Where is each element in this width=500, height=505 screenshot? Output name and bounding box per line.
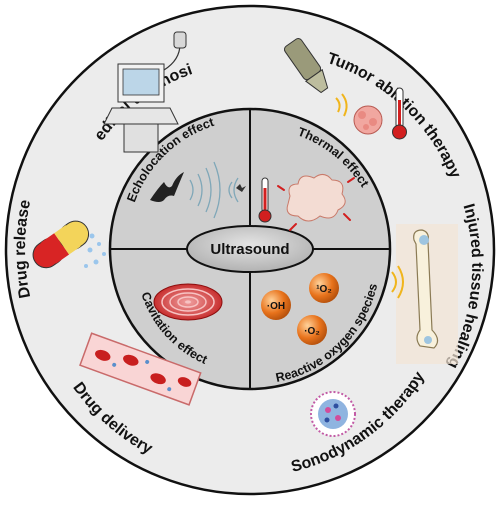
ros-superoxide: ·O₂: [304, 326, 320, 337]
drug-release-label: Drug release: [12, 198, 34, 299]
capsule-icon: [32, 220, 106, 269]
ablation-probe-tumor-thermometer-icon: [283, 38, 407, 140]
bat-sound-wave-icon: [150, 161, 246, 219]
ros-singlet-oxygen: ¹O₂: [316, 284, 332, 295]
spiral-ripple-icon: [153, 283, 223, 321]
ultrasound-label: Ultrasound: [210, 241, 289, 258]
virus-particle-icon: [310, 391, 356, 437]
ultrasound-center: Ultrasound: [186, 225, 314, 273]
ros-oh: ·OH: [267, 301, 285, 312]
ros-molecules: ·OH ¹O₂ ·O₂: [261, 273, 339, 345]
blood-vessel-icon: [79, 332, 202, 406]
ultrasound-machine-icon: [103, 31, 187, 153]
femur-bone-icon: [391, 224, 458, 364]
explosion-thermometer-icon: [258, 174, 355, 231]
